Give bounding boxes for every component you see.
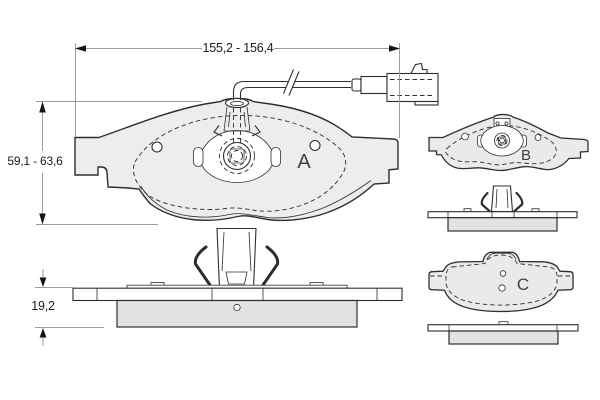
view-a-label: A bbox=[297, 151, 311, 173]
pad-b-clip-folds bbox=[495, 188, 509, 209]
sensor-center-circle bbox=[231, 150, 243, 162]
thickness-arrow-down bbox=[39, 277, 47, 287]
pad-a-friction-outline bbox=[133, 115, 347, 212]
sensor-upper-bracket bbox=[223, 106, 251, 132]
wear-sensor-wire bbox=[232, 69, 351, 100]
sensor-lobe-left bbox=[193, 147, 204, 167]
pad-b-bracket-pin-left bbox=[495, 121, 500, 126]
pad-b-edge-view bbox=[427, 185, 578, 232]
connector-ferrule bbox=[351, 78, 362, 92]
pad-a-front-view bbox=[74, 97, 399, 222]
pad-a-edge-view bbox=[72, 227, 403, 328]
pad-c-hole-upper bbox=[499, 270, 507, 277]
sensor-center-square bbox=[229, 148, 245, 164]
backplate-a bbox=[72, 287, 403, 302]
spring-clip-arm-right bbox=[260, 245, 280, 288]
dimension-thickness-label: 19,2 bbox=[27, 300, 59, 313]
pad-b-rivet-hole-right bbox=[534, 134, 542, 141]
pad-b-sensor-center bbox=[499, 137, 505, 144]
connector-body bbox=[386, 72, 439, 103]
pad-c-front-view bbox=[428, 251, 574, 313]
width-arrow-right bbox=[389, 45, 400, 52]
dimension-height bbox=[36, 101, 202, 225]
friction-material-c bbox=[448, 330, 559, 345]
backplate-a-joints bbox=[96, 288, 378, 301]
backplate-c bbox=[427, 324, 579, 332]
friction-material-b bbox=[447, 217, 558, 232]
pad-b-clip-arm-right bbox=[513, 191, 524, 213]
wear-sensor-connector bbox=[351, 62, 439, 106]
pad-a-rivet-hole-right bbox=[309, 139, 321, 152]
backplate-b bbox=[427, 211, 578, 219]
wire-inner-line bbox=[239, 86, 351, 100]
connector-neck bbox=[360, 75, 388, 95]
spring-clip-arm-left bbox=[193, 245, 213, 288]
width-arrow-left bbox=[75, 45, 86, 52]
sensor-clip-wing-left bbox=[213, 125, 223, 137]
pad-c-outline bbox=[428, 251, 574, 313]
wire-outer-line bbox=[232, 80, 351, 100]
sensor-clip-wing-right bbox=[251, 125, 261, 137]
sensor-ring-dashed-inner bbox=[227, 146, 247, 166]
dimension-thickness bbox=[35, 269, 104, 346]
spring-clip-base bbox=[225, 271, 248, 285]
dimension-width-label: 155,2 - 156,4 bbox=[202, 41, 274, 55]
sensor-lobe-right bbox=[270, 147, 281, 167]
view-c-label: C bbox=[516, 275, 530, 294]
pad-a-rivet-hole-left bbox=[151, 141, 163, 153]
pad-b-wear-sensor-mount bbox=[477, 118, 527, 157]
pad-c-hump-inner bbox=[486, 252, 517, 260]
pad-a-wear-sensor-mount bbox=[193, 97, 281, 183]
view-b-label: B bbox=[520, 147, 531, 164]
spring-clip-folds bbox=[221, 231, 252, 272]
dimension-height-label: 59,1 - 63,6 bbox=[4, 155, 66, 168]
sensor-ring-dashed-outer bbox=[219, 138, 255, 174]
pad-b-clip-body bbox=[490, 185, 514, 213]
dimension-width bbox=[75, 43, 400, 138]
connector-foot bbox=[414, 100, 439, 106]
pad-b-clip-arm-left bbox=[480, 191, 491, 213]
wire-break-gap bbox=[283, 69, 299, 96]
sensor-grommet-inner bbox=[230, 100, 244, 107]
pad-c-edge-view bbox=[427, 321, 579, 345]
pad-c-friction-outline bbox=[445, 254, 558, 306]
pad-b-bracket-pin-right bbox=[504, 121, 509, 126]
sensor-grommet bbox=[224, 97, 250, 109]
wire-break-marks bbox=[282, 69, 300, 96]
connector-latch bbox=[410, 62, 428, 75]
pad-b-rivet-hole-left bbox=[461, 132, 469, 141]
friction-hole-a bbox=[233, 303, 241, 312]
height-arrow-top bbox=[39, 101, 46, 113]
height-arrow-bottom bbox=[39, 213, 46, 225]
pad-b-sensor-ring-dashed bbox=[496, 135, 508, 146]
pad-b-friction-outline bbox=[445, 125, 557, 166]
backplate-b-joints bbox=[447, 211, 558, 218]
thickness-arrow-up bbox=[39, 328, 47, 338]
pad-b-front-view bbox=[428, 113, 589, 172]
pad-a-backplate-rim bbox=[140, 180, 372, 219]
backplate-c-joints bbox=[448, 324, 558, 331]
pad-c-hole-lower bbox=[498, 284, 506, 292]
